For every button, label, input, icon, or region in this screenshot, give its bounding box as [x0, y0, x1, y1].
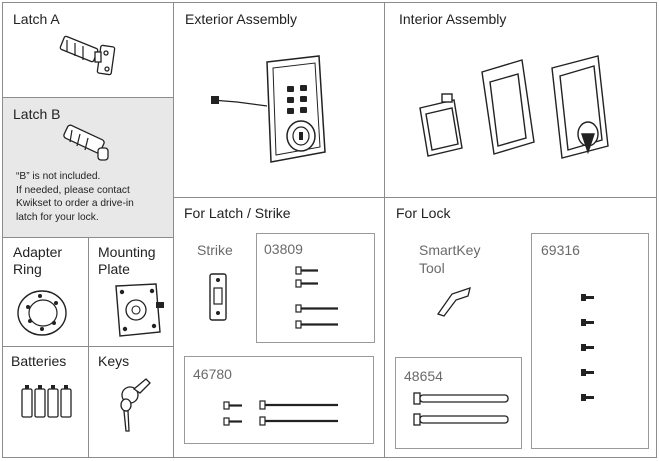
latch-strike-title: For Latch / Strike: [184, 205, 291, 221]
keys-title: Keys: [98, 353, 130, 369]
screws-69316-icon: [581, 294, 594, 401]
pack-69316-label: 69316: [541, 242, 580, 258]
keys-icon: [120, 378, 151, 432]
pack-03809-label: 03809: [264, 241, 303, 257]
screws-03809-icon: [295, 266, 338, 329]
pack-46780-label: 46780: [193, 366, 232, 382]
adapter-ring-title-line: Ring: [13, 261, 42, 277]
smartkey-tool-label-line: SmartKey: [419, 242, 481, 258]
latch-b-icon: [63, 124, 109, 161]
pack-69316-box: [531, 233, 649, 449]
interior-assembly-title: Interior Assembly: [399, 11, 507, 27]
bolts-48654-icon: [413, 392, 509, 426]
exterior-assembly-title: Exterior Assembly: [185, 11, 298, 27]
adapter-ring-title: Adapter Ring: [13, 244, 62, 278]
latch-b-note-line: latch for your lock.: [16, 211, 99, 223]
smartkey-tool-label: SmartKey Tool: [419, 241, 480, 277]
mounting-plate-icon: [115, 283, 164, 337]
mounting-plate-title: Mounting Plate: [98, 244, 156, 278]
screws-46780-icon: [223, 400, 338, 426]
latch-b-note-line: Kwikset to order a drive-in: [16, 198, 134, 209]
strike-label: Strike: [197, 242, 233, 258]
latch-b-note-line: “B” is not included.: [16, 171, 101, 182]
adapter-ring-title-line: Adapter: [13, 244, 63, 260]
latch-b-note: “B” is not included. If needed, please c…: [16, 170, 134, 224]
latch-b-note-line: If needed, please contact: [16, 184, 130, 196]
batteries-icon: [21, 385, 72, 418]
latch-a-title: Latch A: [13, 11, 60, 27]
exterior-assembly-icon: [211, 55, 326, 163]
for-lock-cell: [384, 197, 657, 458]
latch-a-icon: [59, 35, 116, 76]
batteries-title: Batteries: [11, 353, 67, 369]
adapter-ring-icon: [17, 290, 67, 336]
smartkey-tool-label-line: Tool: [419, 260, 445, 276]
latch-b-title: Latch B: [13, 106, 61, 122]
interior-assembly-icon: [419, 55, 609, 159]
smartkey-tool-icon: [436, 287, 471, 317]
pack-48654-label: 48654: [404, 368, 443, 384]
pack-46780-box: [184, 356, 374, 444]
mounting-plate-title-line: Mounting: [98, 244, 156, 260]
for-lock-title: For Lock: [396, 205, 451, 221]
strike-plate-icon: [209, 273, 227, 321]
mounting-plate-title-line: Plate: [98, 261, 130, 277]
